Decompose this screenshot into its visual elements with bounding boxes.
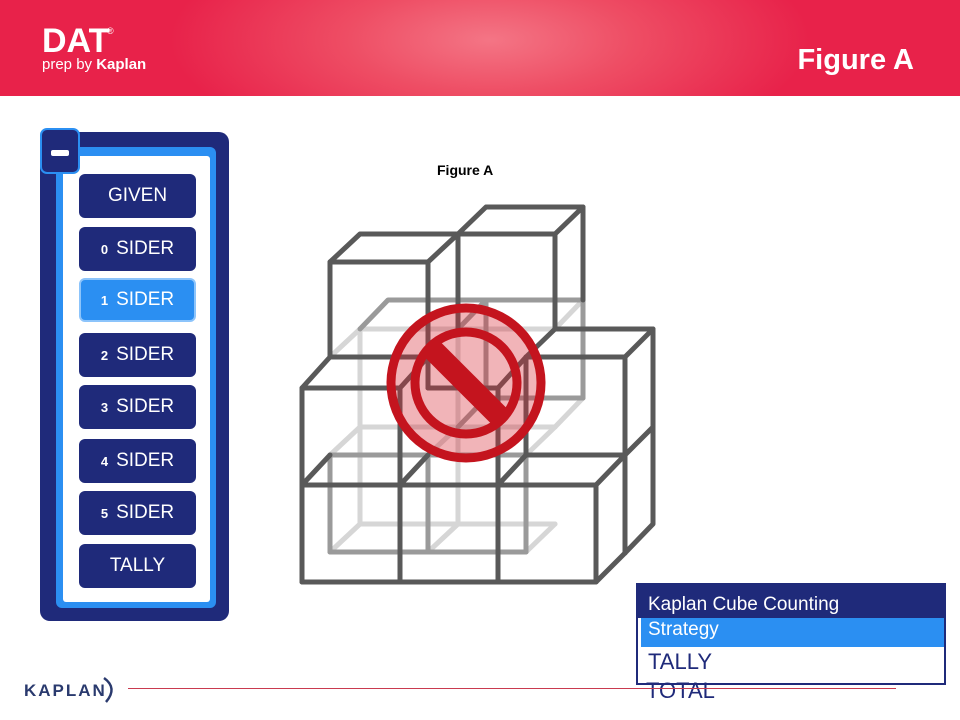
kaplan-wordmark: KAPLAN <box>24 681 107 700</box>
nav-panel-body <box>63 156 210 602</box>
nav-button-number: 0 <box>100 241 109 257</box>
nav-button-number: 3 <box>100 399 109 415</box>
nav-button-2-sider[interactable]: 2 SIDER <box>79 333 196 377</box>
strategy-box: Kaplan Cube Counting Strategy TALLY <box>636 583 946 685</box>
nav-button-0-sider[interactable]: 0 SIDER <box>79 227 196 271</box>
nav-button-number: 1 <box>100 292 109 308</box>
nav-button-label: SIDER <box>116 344 175 365</box>
kaplan-swoosh <box>103 676 113 703</box>
nav-button-number: 4 <box>100 453 109 469</box>
page-title: Figure A <box>797 44 914 76</box>
nav-button-label: SIDER <box>116 289 175 310</box>
nav-button-3-sider[interactable]: 3 SIDER <box>79 385 196 429</box>
header-banner: DAT ® prep by Kaplan Figure A <box>0 0 960 96</box>
kaplan-logo: KAPLAN <box>24 676 113 703</box>
nav-button-label: GIVEN <box>107 185 168 206</box>
nav-button-tally[interactable]: TALLY <box>79 544 196 588</box>
strategy-header-highlight <box>641 618 944 647</box>
nav-button-label: SIDER <box>116 396 175 417</box>
nav-button-label: TALLY <box>109 555 166 576</box>
nav-button-number: 5 <box>100 505 109 521</box>
footer-divider <box>128 688 896 689</box>
cube-figure <box>299 204 656 585</box>
prohibited-icon <box>386 303 546 463</box>
strategy-header <box>638 585 944 618</box>
strategy-title-line2: Strategy <box>648 619 719 640</box>
nav-button-5-sider[interactable]: 5 SIDER <box>79 491 196 535</box>
minus-icon <box>51 150 69 156</box>
registered-mark: ® <box>107 26 114 36</box>
dat-logo: DAT <box>42 22 110 60</box>
nav-button-1-sider[interactable]: 1 SIDER <box>79 278 196 322</box>
nav-button-label: SIDER <box>116 450 175 471</box>
nav-button-label: SIDER <box>116 502 175 523</box>
logo-subtitle: prep by Kaplan <box>42 56 147 73</box>
nav-button-given[interactable]: GIVEN <box>79 174 196 218</box>
figure-caption: Figure A <box>437 162 494 178</box>
collapse-button[interactable] <box>40 128 80 174</box>
nav-button-4-sider[interactable]: 4 SIDER <box>79 439 196 483</box>
nav-button-label: SIDER <box>116 238 175 259</box>
nav-button-number: 2 <box>100 347 109 363</box>
strategy-step-total: TOTAL <box>646 678 715 703</box>
strategy-title: Kaplan Cube Counting <box>648 594 840 615</box>
strategy-step-tally: TALLY <box>648 649 712 674</box>
